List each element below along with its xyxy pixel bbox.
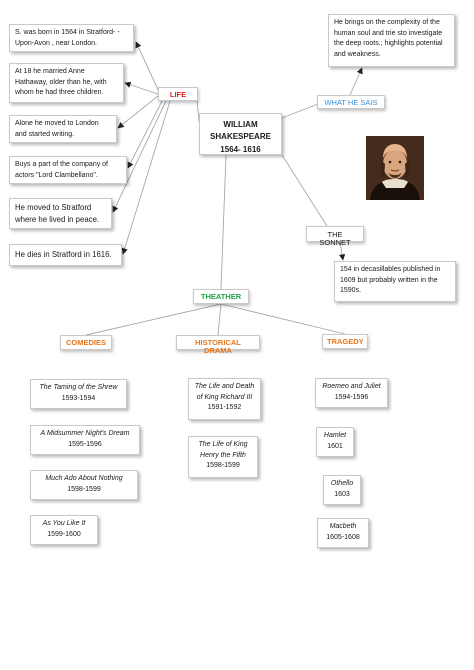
root-to-sonnet-line <box>281 154 328 227</box>
sonnet-box: 154 in decasillables published in 1609 b… <box>334 261 456 302</box>
comedy-item: A Midsummer Night's Dream 1595-1596 <box>30 425 140 455</box>
tragedy-item: Hamlet 1601 <box>316 427 354 457</box>
root-dates: 1564- 1616 <box>220 144 261 154</box>
life-to-fact-line <box>135 41 161 95</box>
life-to-fact-line <box>121 100 171 255</box>
tragedy-item: Macbeth 1605-1608 <box>317 518 369 548</box>
branch-what-he-says: WHAT HE SAIS <box>317 95 385 109</box>
historical-item: The Life of King Henry the Fifth 1598-15… <box>188 436 258 478</box>
theather-to-tragedy-line <box>220 303 346 335</box>
root-to-what-he-says-line <box>281 103 319 119</box>
branch-sonnet: THE SONNET <box>306 226 364 246</box>
life-to-fact-line <box>124 81 159 95</box>
branch-historical-drama: HISTORICAL DRAMA <box>176 335 260 354</box>
life-fact-married: At 18 he married Anne Hathaway, older th… <box>9 63 124 103</box>
branch-comedies: COMEDIES <box>60 335 112 350</box>
shakespeare-portrait <box>366 136 424 200</box>
life-to-fact-line <box>127 100 163 169</box>
branch-theather: THEATHER <box>193 289 249 304</box>
comedy-item: The Taming of the Shrew 1593-1594 <box>30 379 127 409</box>
life-fact-born: S. was born in 1564 in Stratford- - Upon… <box>9 24 134 52</box>
life-fact-london: Alone he moved to London and started wri… <box>9 115 117 143</box>
root-to-theather-line <box>220 154 227 290</box>
tragedy-item: Othello 1603 <box>323 475 361 505</box>
tragedy-item: Roemeo and Juliet 1594-1596 <box>315 378 388 408</box>
branch-tragedy: TRAGEDY <box>322 334 368 349</box>
branch-life: LIFE <box>158 87 198 101</box>
theather-to-historical-line <box>217 303 222 336</box>
historical-item: The Life and Death of King Richard III 1… <box>188 378 261 420</box>
theather-to-comedies-line <box>85 303 222 336</box>
what-he-says-to-text-line <box>349 67 363 96</box>
life-fact-death: He dies in Stratford in 1616. <box>9 244 122 266</box>
root-name: WILLIAM SHAKESPEARE <box>210 120 271 142</box>
comedy-item: Much Ado About Nothing 1598-1599 <box>30 470 138 500</box>
life-fact-stratford: He moved to Stratford where he lived in … <box>9 198 112 229</box>
comedy-item: As You Like It 1599-1600 <box>30 515 98 545</box>
life-to-fact-line <box>117 95 159 129</box>
root-node: WILLIAM SHAKESPEARE 1564- 1616 <box>199 113 282 155</box>
what-he-says-box: He brings on the complexity of the human… <box>328 14 455 67</box>
life-fact-company: Buys a part of the company of actors "Lo… <box>9 156 127 184</box>
